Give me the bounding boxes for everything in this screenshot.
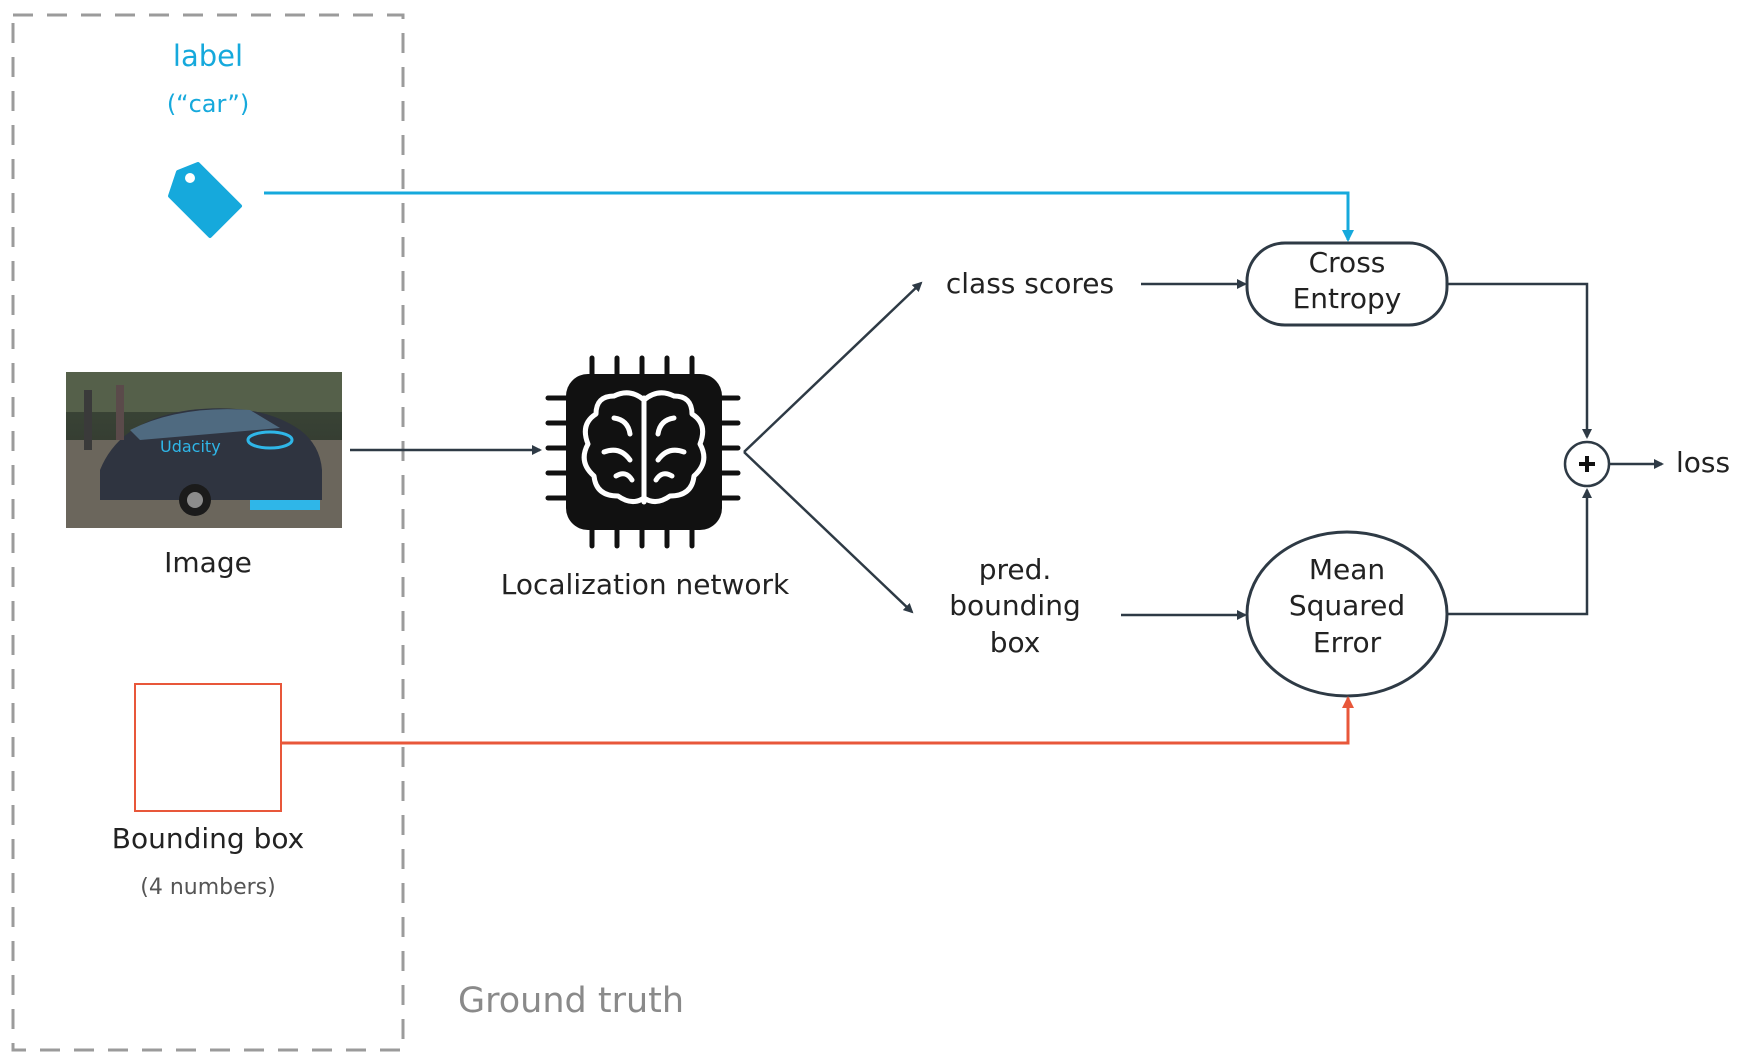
mse-line-1: Mean [1308, 553, 1386, 586]
mse-line-3: Error [1312, 625, 1382, 659]
ground-truth-title: Ground truth [458, 981, 685, 1021]
label-value: (“car”) [166, 90, 250, 118]
bbox-to-mse-arrow [281, 696, 1354, 745]
bounding-box-caption: Bounding box [111, 822, 305, 855]
class-scores-label: class scores [945, 267, 1115, 300]
label-title: label [172, 39, 244, 73]
cross-entropy-line-1: Cross [1308, 246, 1386, 279]
network-to-box-arrow [743, 451, 914, 614]
ce-to-sum-arrow [1447, 282, 1592, 439]
plus-icon [1563, 440, 1611, 488]
bounding-box-note: (4 numbers) [140, 875, 276, 900]
chip-brain-icon [545, 355, 741, 549]
mse-to-sum-arrow [1447, 488, 1592, 616]
loss-label: loss [1676, 446, 1731, 479]
label-to-ce-arrow [264, 191, 1354, 242]
network-caption: Localization network [500, 568, 790, 601]
pred-box-line-1: pred. [978, 553, 1052, 586]
bounding-box-shape [134, 683, 282, 812]
image-caption: Image [164, 546, 252, 579]
network-to-class-arrow [743, 281, 923, 453]
cross-entropy-label: Cross Entropy [1247, 245, 1447, 318]
svg-text:Udacity: Udacity [160, 437, 221, 456]
cross-entropy-line-2: Entropy [1292, 282, 1402, 316]
mse-line-2: Squared [1288, 589, 1406, 623]
mse-label: Mean Squared Error [1247, 552, 1447, 661]
pred-box-line-2: bounding [949, 589, 1081, 623]
tag-icon [168, 162, 242, 238]
pred-box-label: pred. bounding box [930, 552, 1100, 661]
car-image: Udacity [66, 372, 342, 528]
pred-box-line-3: box [989, 625, 1041, 659]
